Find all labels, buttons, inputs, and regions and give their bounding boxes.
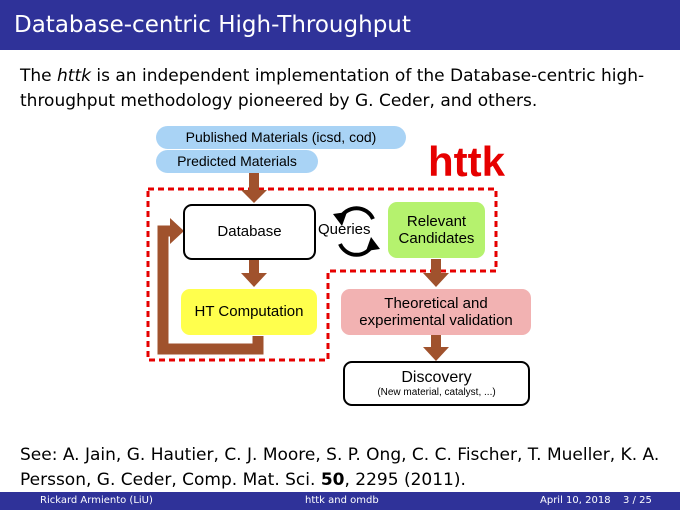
feedback-loop (157, 225, 264, 355)
database-box: Database (183, 204, 316, 260)
queries-label: Queries (318, 221, 371, 238)
cand-val-arrow-head (423, 273, 449, 287)
footer-date: April 10, 2018 (540, 495, 611, 506)
footer-title: httk and omdb (305, 495, 379, 506)
ht-computation-label: HT Computation (194, 303, 304, 321)
footer-author: Rickard Armiento (LiU) (40, 495, 153, 506)
db-ht-arrow-head (241, 273, 267, 287)
input-arrow-shaft (249, 172, 259, 192)
footer-page: 3 / 25 (623, 495, 652, 506)
published-materials-box: Published Materials (icsd, cod) (156, 126, 406, 149)
relevant-candidates-box: Relevant Candidates (388, 202, 485, 258)
feedback-arrow-head (170, 218, 184, 244)
discovery-box: Discovery (New material, catalyst, ...) (343, 361, 530, 406)
intro-httk: httk (57, 66, 91, 86)
val-disc-arrow-head (423, 347, 449, 361)
ht-computation-box: HT Computation (181, 289, 317, 335)
cand-val-arrow-shaft (431, 259, 441, 275)
discovery-label: Discovery (401, 368, 472, 386)
validation-label-line2: experimental validation (359, 312, 513, 329)
predicted-materials-box: Predicted Materials (156, 150, 318, 173)
intro-before: The (20, 66, 58, 86)
input-arrow-head (241, 190, 267, 203)
database-label: Database (217, 223, 282, 241)
predicted-materials-label: Predicted Materials (177, 153, 297, 170)
slide-title: Database-centric High-Throughput (14, 12, 411, 38)
discovery-sublabel: (New material, catalyst, ...) (377, 386, 496, 398)
relevant-label-line2: Candidates (398, 230, 475, 247)
db-ht-arrow-shaft (249, 259, 259, 275)
published-materials-label: Published Materials (icsd, cod) (185, 129, 377, 146)
reference-volume: 50 (320, 470, 345, 490)
val-disc-arrow-shaft (431, 335, 441, 349)
intro-after: is an independent implementation of the … (20, 66, 645, 111)
queries-arrow-top-head (333, 212, 347, 226)
footer-bar: Rickard Armiento (LiU) httk and omdb Apr… (0, 492, 680, 510)
reference-text: See: A. Jain, G. Hautier, C. J. Moore, S… (20, 443, 670, 493)
validation-box: Theoretical and experimental validation (341, 289, 531, 335)
title-bar: Database-centric High-Throughput (0, 0, 680, 50)
relevant-label-line1: Relevant (406, 212, 467, 230)
httk-logo: httk (428, 138, 505, 185)
intro-text: The httk is an independent implementatio… (20, 64, 660, 114)
queries-arrow-bottom-head (366, 237, 380, 251)
reference-before: See: A. Jain, G. Hautier, C. J. Moore, S… (20, 445, 660, 490)
validation-label-line1: Theoretical and (384, 294, 488, 312)
reference-after: , 2295 (2011). (344, 470, 466, 490)
